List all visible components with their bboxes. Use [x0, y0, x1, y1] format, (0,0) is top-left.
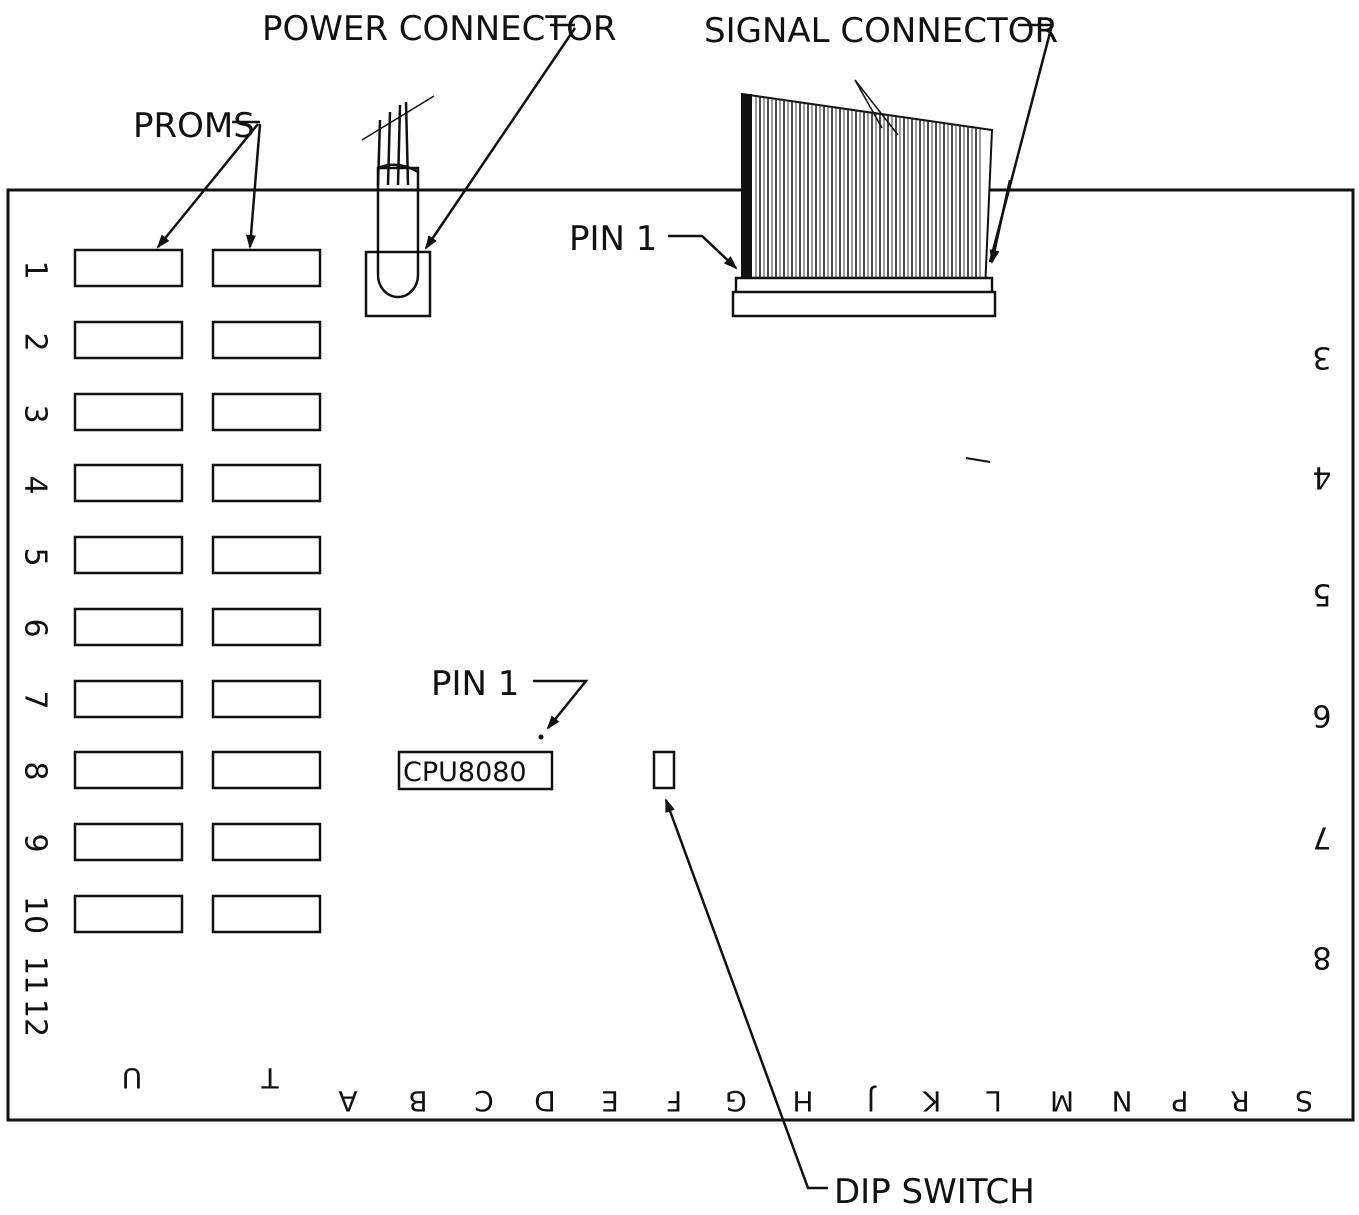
prom-socket [211, 535, 322, 575]
dip-switch-label: DIP SWITCH [834, 1172, 1035, 1212]
dip-switch [652, 750, 676, 790]
prom-socket [73, 535, 184, 575]
prom-socket [211, 822, 322, 862]
stray-mark [965, 457, 991, 463]
prom-socket [211, 463, 322, 503]
column-letter: G [725, 1085, 747, 1118]
row-number-left: 11 [18, 956, 53, 994]
signal-connector-arrow [989, 179, 1012, 264]
row-number-left: 4 [18, 475, 53, 494]
column-letter: H [792, 1085, 813, 1118]
row-number-left: 7 [18, 690, 53, 709]
pin1-signal-leader [668, 234, 738, 270]
row-number-left: 6 [18, 618, 53, 637]
prom-socket [73, 248, 184, 288]
row-number-left: 8 [18, 761, 53, 780]
row-number-right: 7 [1312, 820, 1331, 855]
pin1-signal-label: PIN 1 [569, 219, 657, 259]
row-number-left: 12 [18, 999, 53, 1037]
proms-arrow-2 [245, 123, 262, 249]
row-number-right: 8 [1312, 940, 1331, 975]
column-letter: U [122, 1062, 143, 1095]
prom-socket [211, 392, 322, 432]
row-number-left: 3 [18, 404, 53, 423]
right-row-numbers: 3 4 5 6 7 8 [1312, 340, 1331, 975]
row-number-right: 4 [1312, 460, 1331, 495]
row-number-left: 9 [18, 833, 53, 852]
prom-socket [73, 463, 184, 503]
prom-socket [73, 822, 184, 862]
row-number-left: 2 [18, 332, 53, 351]
prom-socket [73, 750, 184, 790]
cpu-chip-label: CPU8080 [403, 757, 527, 788]
proms-label: PROMS [133, 106, 255, 146]
prom-socket [211, 750, 322, 790]
prom-socket [211, 248, 322, 288]
row-number-right: 5 [1312, 577, 1331, 612]
cpu-chip [397, 750, 554, 791]
prom-socket [73, 894, 184, 934]
prom-socket [211, 607, 322, 647]
signal-ribbon-cable [731, 79, 997, 318]
prom-socket [73, 392, 184, 432]
power-connector-label: POWER CONNECTOR [262, 9, 617, 49]
column-letter: A [338, 1085, 357, 1118]
column-letter: N [1112, 1085, 1133, 1118]
power-connector-arrow [424, 27, 577, 250]
signal-connector-leader [988, 23, 1054, 263]
column-letter: C [474, 1085, 494, 1118]
column-letter: K [922, 1085, 941, 1118]
column-letter: D [534, 1085, 556, 1118]
column-letter: M [1050, 1085, 1074, 1118]
prom-socket-grid [73, 248, 322, 934]
column-letter: P [1172, 1085, 1189, 1118]
column-letter: T [261, 1062, 280, 1095]
prom-socket [211, 320, 322, 360]
signal-connector-label: SIGNAL CONNECTOR [704, 11, 1058, 51]
prom-socket [73, 320, 184, 360]
column-letter: S [1295, 1085, 1313, 1118]
row-number-left: 10 [18, 896, 53, 934]
column-letter: J [867, 1085, 877, 1118]
pin1-cpu-label: PIN 1 [431, 664, 519, 704]
pin1-cpu-leader [533, 679, 589, 730]
power-connector [361, 95, 435, 318]
column-letter: B [408, 1085, 427, 1118]
pin1-cpu-dot [538, 734, 544, 740]
column-letter: L [986, 1085, 1002, 1118]
prom-socket [73, 679, 184, 719]
column-letter: R [1230, 1085, 1249, 1118]
proms-arrow-1 [156, 123, 259, 249]
prom-socket [73, 607, 184, 647]
prom-socket [211, 679, 322, 719]
prom-socket [211, 894, 322, 934]
row-number-right: 3 [1312, 340, 1331, 375]
row-number-right: 6 [1312, 698, 1331, 733]
column-letter: F [666, 1085, 682, 1118]
board-outline [6, 188, 1355, 1122]
row-number-left: 5 [18, 547, 53, 566]
dip-switch-leader [664, 798, 828, 1190]
column-letter: E [601, 1085, 619, 1118]
row-number-left: 1 [18, 260, 53, 279]
